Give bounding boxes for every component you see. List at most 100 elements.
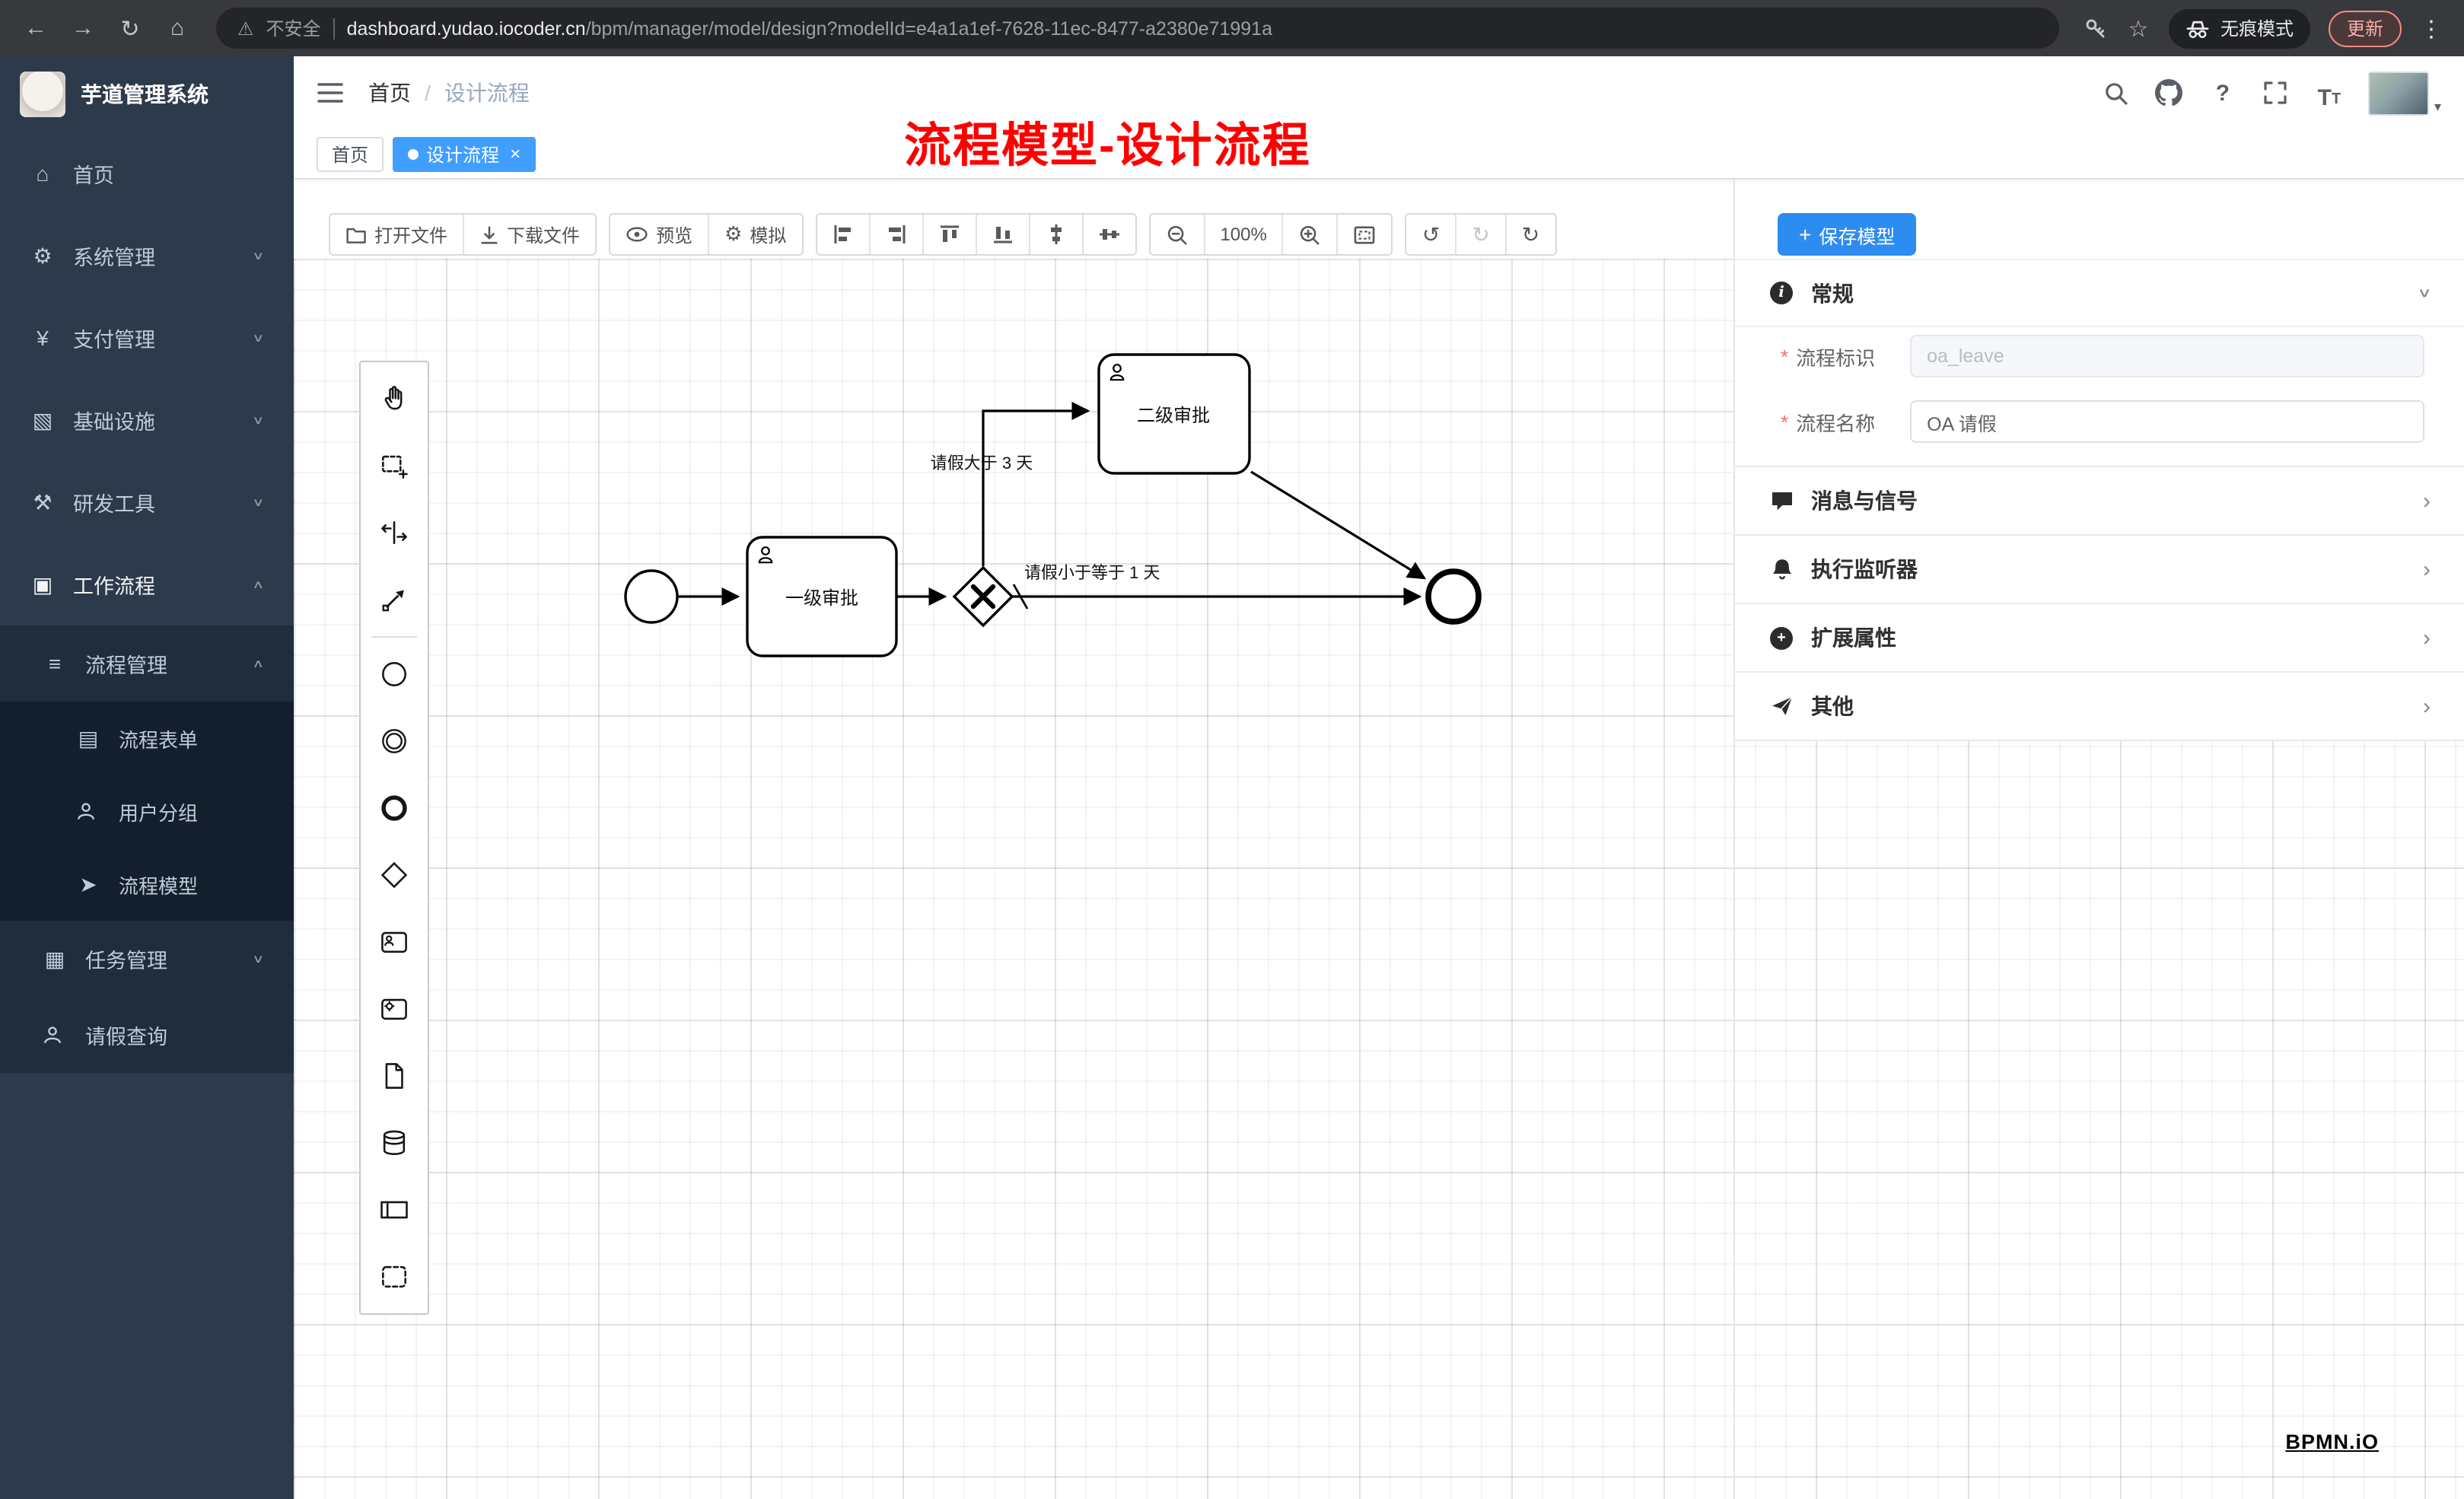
simulate-button[interactable]: ⚙ 模拟 xyxy=(708,215,802,254)
github-icon[interactable] xyxy=(2155,76,2183,110)
download-file-button[interactable]: 下载文件 xyxy=(463,215,596,254)
create-service-task[interactable] xyxy=(361,975,428,1042)
forward-icon[interactable]: → xyxy=(72,15,94,41)
task-second-approval[interactable]: 二级审批 xyxy=(1097,353,1251,475)
align-top-button[interactable] xyxy=(922,215,976,254)
global-connect-tool[interactable] xyxy=(361,566,428,633)
sidebar-item-workflow[interactable]: ▣ 工作流程 ∧ xyxy=(0,543,294,625)
sidebar-item-process-form[interactable]: ▤ 流程表单 xyxy=(0,702,294,775)
fullscreen-icon[interactable] xyxy=(2262,76,2290,110)
update-button[interactable]: 更新 xyxy=(2328,10,2402,46)
align-center-h-button[interactable] xyxy=(1028,215,1082,254)
redo-button[interactable]: ↻ xyxy=(1455,215,1505,254)
save-model-button[interactable]: + 保存模型 xyxy=(1778,213,1917,256)
search-icon[interactable] xyxy=(2103,76,2130,110)
user-menu[interactable]: ▾ xyxy=(2368,71,2441,115)
chevron-down-icon: ∨ xyxy=(251,249,264,263)
section-extension-props-header[interactable]: + 扩展属性 › xyxy=(1735,604,2464,671)
sidebar-item-leave-query[interactable]: 请假查询 xyxy=(0,997,294,1073)
sidebar-item-infra[interactable]: ▧ 基础设施 ∨ xyxy=(0,379,294,461)
help-icon[interactable]: ? xyxy=(2215,80,2230,106)
create-pool[interactable] xyxy=(361,1176,428,1243)
process-name-input[interactable] xyxy=(1910,400,2424,443)
breadcrumb-home[interactable]: 首页 xyxy=(368,81,411,105)
task-first-approval[interactable]: 一级审批 xyxy=(746,536,898,657)
task1-label: 一级审批 xyxy=(785,588,858,609)
sidebar-item-home[interactable]: ⌂ 首页 xyxy=(0,132,294,215)
sidebar: 芋道管理系统 ⌂ 首页 ⚙ 系统管理 ∨ ¥ 支付管理 ∨ ▧ 基础设施 ∨ ⚒… xyxy=(0,56,294,1499)
zoom-out-button[interactable] xyxy=(1150,215,1204,254)
app-logo-row[interactable]: 芋道管理系统 xyxy=(0,56,294,132)
section-other-header[interactable]: 其他 › xyxy=(1735,673,2464,740)
section-general-header[interactable]: i 常规 ∨ xyxy=(1735,260,2464,327)
section-execution-listener-header[interactable]: 执行监听器 › xyxy=(1735,536,2464,603)
sidebar-item-system[interactable]: ⚙ 系统管理 ∨ xyxy=(0,215,294,297)
align-right-button[interactable] xyxy=(868,215,922,254)
address-bar[interactable]: ⚠ 不安全 dashboard.yudao.iocoder.cn/bpm/man… xyxy=(216,8,2059,49)
sidebar-item-payment[interactable]: ¥ 支付管理 ∨ xyxy=(0,297,294,379)
download-icon xyxy=(479,224,499,244)
caret-down-icon: ▾ xyxy=(2434,98,2441,113)
flow-task2-to-end[interactable] xyxy=(1250,470,1427,580)
bookmark-star-icon[interactable]: ☆ xyxy=(2128,16,2149,42)
hamburger-icon[interactable] xyxy=(317,76,344,110)
create-gateway[interactable] xyxy=(361,842,428,909)
history-button-group: ↺ ↻ ↻ xyxy=(1405,213,1557,256)
tab-home[interactable]: 首页 xyxy=(317,136,384,171)
hand-tool[interactable] xyxy=(361,365,428,432)
create-intermediate-event[interactable] xyxy=(361,708,428,775)
sidebar-item-label: 请假查询 xyxy=(85,1026,167,1049)
create-group[interactable] xyxy=(361,1243,428,1310)
start-event[interactable] xyxy=(624,569,679,624)
close-icon[interactable]: × xyxy=(510,143,521,164)
lasso-icon xyxy=(382,455,408,479)
process-key-input[interactable] xyxy=(1910,335,2424,377)
browser-menu-icon[interactable]: ⋮ xyxy=(2420,16,2443,42)
space-tool[interactable] xyxy=(361,499,428,566)
tab-design-process[interactable]: 设计流程 × xyxy=(393,136,536,171)
bpmn-palette xyxy=(359,361,429,1315)
zoom-in-button[interactable] xyxy=(1281,215,1337,254)
lasso-tool[interactable] xyxy=(361,432,428,499)
align-left-button[interactable] xyxy=(817,215,869,254)
key-icon[interactable] xyxy=(2077,10,2114,46)
sidebar-item-devtools[interactable]: ⚒ 研发工具 ∨ xyxy=(0,461,294,543)
section-message-signal-header[interactable]: 消息与信号 › xyxy=(1735,467,2464,534)
zoom-value: 100% xyxy=(1220,224,1267,245)
sidebar-item-label: 工作流程 xyxy=(73,575,155,598)
sidebar-item-user-group[interactable]: 用户分组 xyxy=(0,775,294,848)
back-icon[interactable]: ← xyxy=(24,15,47,41)
end-event[interactable] xyxy=(1425,568,1482,625)
align-bottom-button[interactable] xyxy=(975,215,1029,254)
bpmn-io-watermark[interactable]: BPMN.iO xyxy=(2285,1431,2379,1453)
create-start-event[interactable] xyxy=(361,641,428,708)
create-file[interactable] xyxy=(361,1042,428,1109)
create-user-task[interactable] xyxy=(361,909,428,975)
avatar[interactable] xyxy=(2368,71,2430,115)
create-datastore[interactable] xyxy=(361,1109,428,1176)
reload-icon[interactable]: ↻ xyxy=(120,16,140,42)
open-file-button[interactable]: 打开文件 xyxy=(330,215,463,254)
align-middle-v-button[interactable] xyxy=(1081,215,1135,254)
zoom-reset-button[interactable] xyxy=(1336,215,1392,254)
chevron-up-icon: ∧ xyxy=(251,657,264,670)
sidebar-item-process-model[interactable]: ➤ 流程模型 xyxy=(0,848,294,921)
bpmn-canvas[interactable]: 打开文件 下载文件 预览 ⚙ 模拟 xyxy=(294,180,2464,1499)
undo-button[interactable]: ↺ xyxy=(1406,215,1456,254)
chevron-right-icon: › xyxy=(2423,488,2431,514)
flow-gateway-to-task2[interactable] xyxy=(982,402,1090,566)
field-label: 流程标识 xyxy=(1796,346,1876,369)
url-path: /bpm/manager/model/design?modelId=e4a1a1… xyxy=(585,18,1272,39)
sidebar-item-process-mgmt[interactable]: ≡ 流程管理 ∧ xyxy=(0,625,294,702)
gear-icon: ⚙ xyxy=(33,243,53,267)
properties-panel: i 常规 ∨ * 流程标识 * 流程名称 xyxy=(1733,180,2464,1499)
create-end-event[interactable] xyxy=(361,775,428,842)
home-icon[interactable]: ⌂ xyxy=(170,15,185,41)
preview-button[interactable]: 预览 xyxy=(610,215,708,254)
pool-icon xyxy=(380,1201,408,1219)
sidebar-item-task-mgmt[interactable]: ▦ 任务管理 ∨ xyxy=(0,921,294,997)
restart-button[interactable]: ↻ xyxy=(1504,215,1555,254)
exclusive-gateway[interactable] xyxy=(952,565,1014,628)
